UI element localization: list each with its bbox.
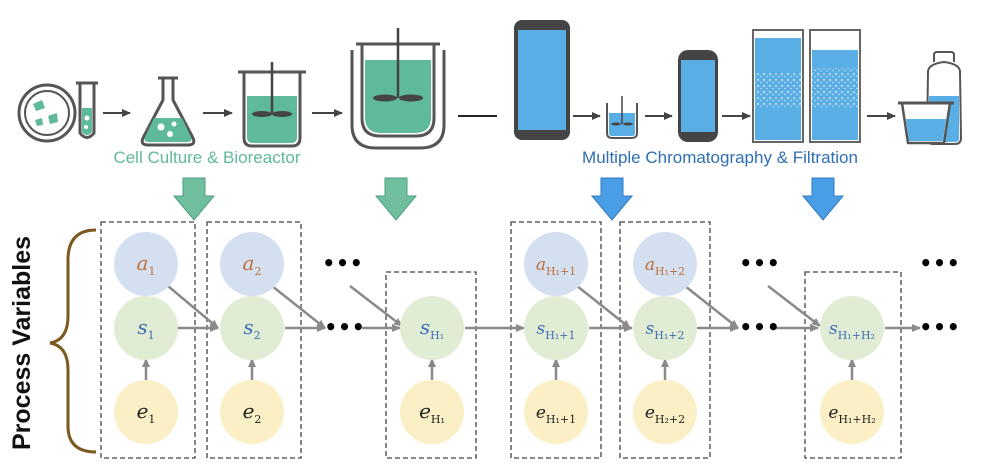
input-node-label: e1	[137, 399, 156, 426]
state-node-circle	[400, 296, 464, 360]
input-node-label: eH₁+1	[536, 403, 576, 426]
state-node-label: s1	[137, 315, 154, 342]
action-node: aH₁+1	[524, 232, 588, 296]
group-box	[619, 221, 711, 459]
down-arrow-icon	[374, 177, 418, 221]
flask-icon	[140, 76, 196, 147]
input-node-circle	[633, 380, 697, 444]
state-node: s1	[114, 296, 178, 360]
mixing-vessel-icon	[606, 96, 638, 139]
input-node-circle	[400, 380, 464, 444]
large-bioreactor-icon	[350, 28, 446, 150]
group-box	[100, 221, 196, 459]
edge-arrow	[167, 285, 219, 329]
filtration-column-icon	[752, 29, 804, 143]
action-node-label: a1	[137, 251, 156, 278]
product-container-icon	[898, 51, 963, 145]
input-node: eH₁+1	[524, 380, 588, 444]
state-node-circle	[114, 296, 178, 360]
ellipsis: •••	[919, 315, 960, 339]
action-node-circle	[524, 232, 588, 296]
state-node: sH₁+2	[633, 296, 697, 360]
input-node-circle	[114, 380, 178, 444]
group-box	[510, 221, 602, 459]
input-node-label: e2	[243, 399, 262, 426]
action-node: aH₁+2	[633, 232, 697, 296]
input-node-label: eH₁	[419, 399, 445, 426]
chromatography-column-icon	[514, 20, 570, 140]
filtration-column-icon	[809, 29, 861, 143]
action-node-label: aH₁+1	[536, 255, 576, 278]
state-node-circle	[524, 296, 588, 360]
group-box	[206, 221, 302, 459]
input-node: eH₂+2	[633, 380, 697, 444]
node-layer: a1 s1 e1 a2 s2 e2 sH₁ eH₁ aH₁+1 sH₁+1 eH₁+1 aH₁+2 sH…	[114, 232, 884, 444]
state-node-label: s2	[243, 315, 260, 342]
state-node-circle	[820, 296, 884, 360]
state-node-circle	[633, 296, 697, 360]
action-node-circle	[220, 232, 284, 296]
state-node: sH₁	[400, 296, 464, 360]
state-node-circle	[220, 296, 284, 360]
edge-arrow	[767, 285, 821, 327]
state-node: sH₁+H₂	[820, 296, 884, 360]
process-variables-label: Process Variables	[8, 236, 36, 450]
edge-arrow	[349, 285, 403, 327]
edge-arrow	[271, 285, 326, 329]
input-node: eH₁+H₂	[820, 380, 884, 444]
input-node: e1	[114, 380, 178, 444]
input-node: e2	[220, 380, 284, 444]
input-node-label: eH₂+2	[645, 403, 685, 426]
ellipsis: •••	[324, 315, 365, 339]
petri-dish-icon	[17, 83, 77, 143]
input-node: eH₁	[400, 380, 464, 444]
input-node-circle	[220, 380, 284, 444]
ellipsis: •••	[919, 251, 960, 275]
ellipsis: •••	[739, 251, 780, 275]
action-node: a1	[114, 232, 178, 296]
downstream-stage-label: Multiple Chromatography & Filtration	[582, 148, 858, 167]
down-arrow-icon	[590, 177, 634, 221]
input-node-circle	[524, 380, 588, 444]
state-node-label: sH₁	[420, 315, 444, 342]
down-arrow-icon	[801, 177, 845, 221]
edge-arrow	[684, 285, 739, 329]
state-node: s2	[220, 296, 284, 360]
down-arrow-icon	[172, 177, 216, 221]
action-node-label: aH₁+2	[645, 255, 685, 278]
state-node: sH₁+1	[524, 296, 588, 360]
state-node-label: sH₁+H₂	[829, 319, 875, 342]
group-box	[385, 271, 477, 459]
upstream-stage-label: Cell Culture & Bioreactor	[113, 148, 300, 167]
test-tube-icon	[76, 81, 98, 139]
state-node-label: sH₁+2	[646, 319, 685, 342]
action-node-circle	[114, 232, 178, 296]
input-node-circle	[820, 380, 884, 444]
action-node-label: a2	[243, 251, 262, 278]
group-box	[804, 271, 902, 459]
action-node: a2	[220, 232, 284, 296]
action-node-circle	[633, 232, 697, 296]
ellipsis: •••	[739, 315, 780, 339]
column-icon	[678, 50, 718, 142]
small-bioreactor-icon	[238, 62, 306, 148]
input-node-label: eH₁+H₂	[828, 403, 875, 426]
edge-arrow	[576, 285, 631, 329]
state-node-label: sH₁+1	[537, 319, 576, 342]
left-brace	[49, 228, 97, 454]
ellipsis: •••	[322, 251, 363, 275]
